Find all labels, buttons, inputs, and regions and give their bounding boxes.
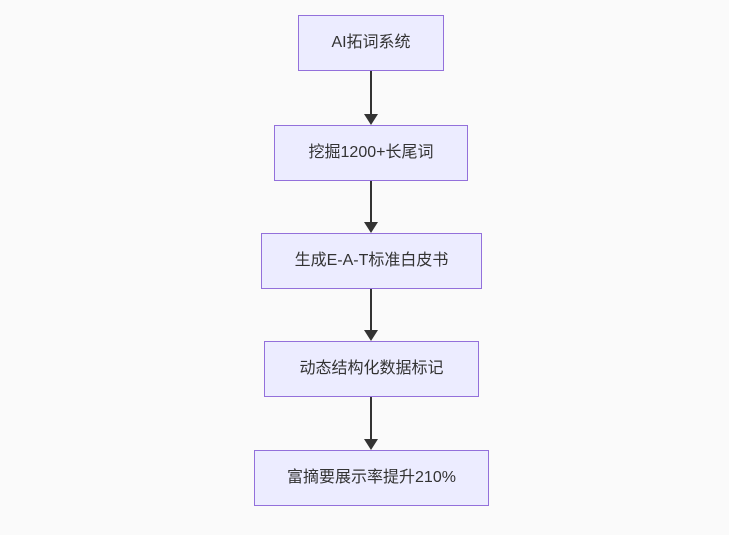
- flow-node-label: 富摘要展示率提升210%: [287, 469, 456, 487]
- arrow-line: [370, 289, 372, 330]
- flow-node-eat-whitepaper: 生成E-A-T标准白皮书: [261, 233, 482, 289]
- arrowhead-down-icon: [364, 222, 378, 233]
- flow-node-rich-snippet-result: 富摘要展示率提升210%: [254, 450, 489, 506]
- flow-arrow-3: [364, 289, 378, 341]
- arrowhead-down-icon: [364, 330, 378, 341]
- flow-node-longtail-keywords: 挖掘1200+长尾词: [274, 125, 468, 181]
- flow-node-label: 生成E-A-T标准白皮书: [294, 252, 449, 270]
- flow-node-label: 动态结构化数据标记: [299, 360, 444, 378]
- arrow-line: [370, 71, 372, 114]
- arrowhead-down-icon: [364, 114, 378, 125]
- arrow-line: [370, 397, 372, 439]
- flow-node-label: 挖掘1200+长尾词: [308, 144, 434, 162]
- flow-arrow-1: [364, 71, 378, 125]
- flow-node-ai-word-expansion: AI拓词系统: [298, 15, 444, 71]
- flow-node-label: AI拓词系统: [331, 34, 411, 52]
- arrow-line: [370, 181, 372, 222]
- flow-arrow-4: [364, 397, 378, 450]
- arrowhead-down-icon: [364, 439, 378, 450]
- flow-node-structured-data: 动态结构化数据标记: [264, 341, 479, 397]
- flow-arrow-2: [364, 181, 378, 233]
